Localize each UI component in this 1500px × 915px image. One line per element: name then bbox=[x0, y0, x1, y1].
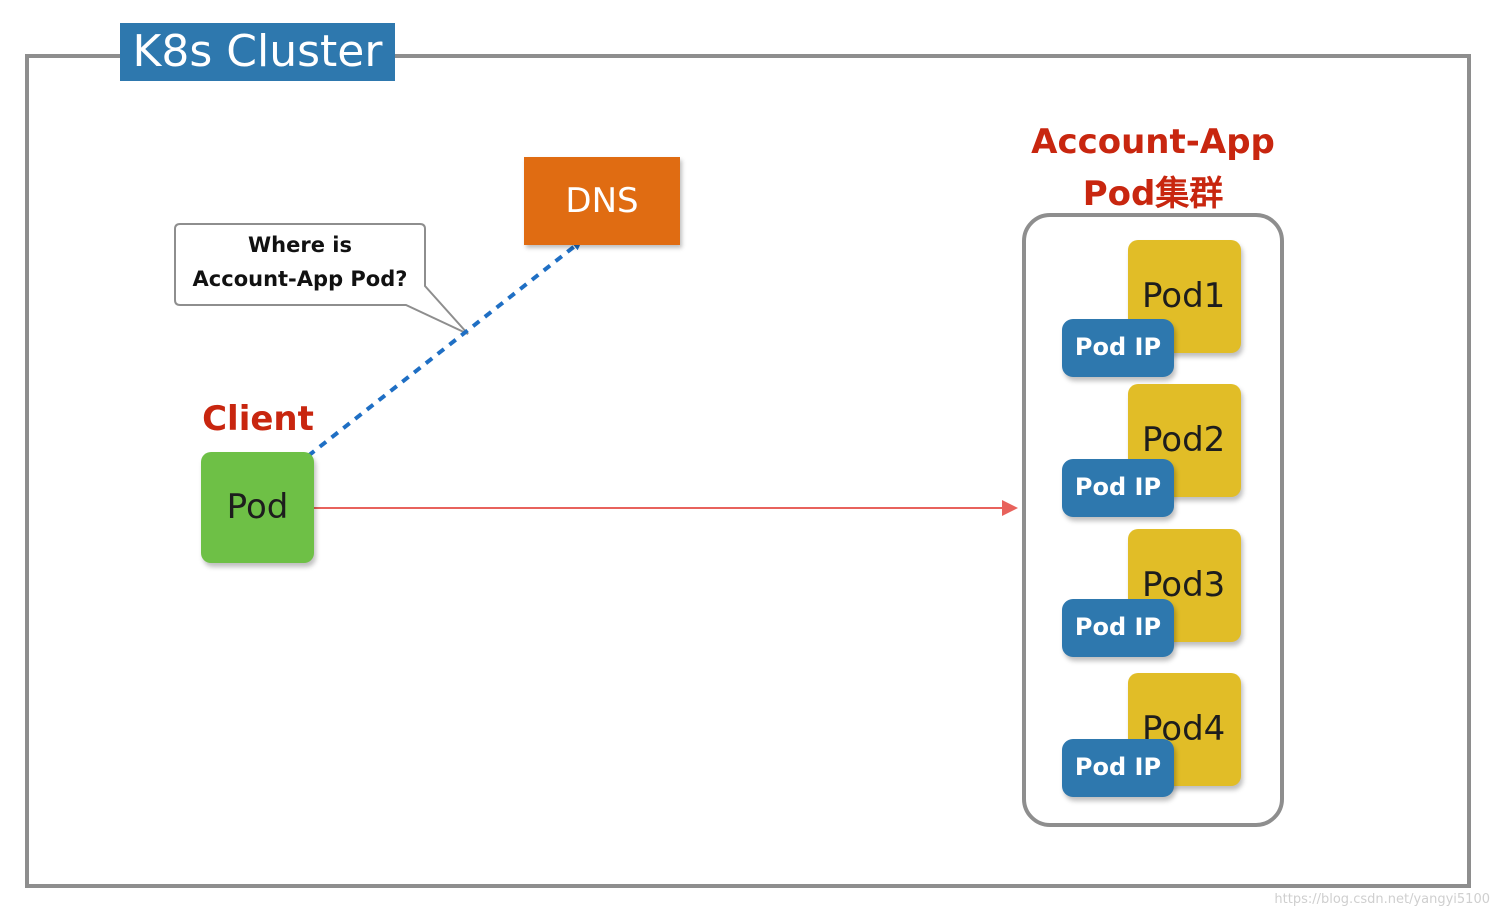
speech-bubble-outline bbox=[174, 223, 469, 335]
pod-ip-badge-1: Pod IP bbox=[1062, 319, 1174, 377]
pod-ip-badge-2: Pod IP bbox=[1062, 459, 1174, 517]
client-pod-node: Pod bbox=[201, 452, 314, 563]
speech-bubble-line-2: Account-App Pod? bbox=[192, 267, 408, 291]
dns-node: DNS bbox=[524, 157, 680, 245]
dns-query-arrow bbox=[306, 240, 583, 458]
pod-group-title-line-2: Pod集群 bbox=[1082, 174, 1224, 214]
pod-ip-badge-4: Pod IP bbox=[1062, 739, 1174, 797]
pod-node-3: Pod3 bbox=[1128, 529, 1241, 642]
pod-name: Pod1 bbox=[1142, 276, 1226, 316]
pod-name: Pod3 bbox=[1142, 565, 1226, 605]
pod-group-container bbox=[1022, 213, 1284, 827]
speech-bubble-line-1: Where is bbox=[248, 233, 352, 257]
pod-group-title: Account-App Pod集群 bbox=[1010, 116, 1296, 220]
k8s-cluster-label: K8s Cluster bbox=[120, 23, 395, 81]
speech-bubble: Where is Account-App Pod? bbox=[176, 228, 424, 296]
pod-group-title-line-1: Account-App bbox=[1031, 122, 1275, 162]
pod-name: Pod2 bbox=[1142, 420, 1226, 460]
client-title: Client bbox=[202, 399, 314, 439]
watermark: https://blog.csdn.net/yangyi5100 bbox=[1274, 892, 1490, 907]
k8s-cluster-boundary bbox=[25, 54, 1471, 888]
pod-ip-badge-3: Pod IP bbox=[1062, 599, 1174, 657]
